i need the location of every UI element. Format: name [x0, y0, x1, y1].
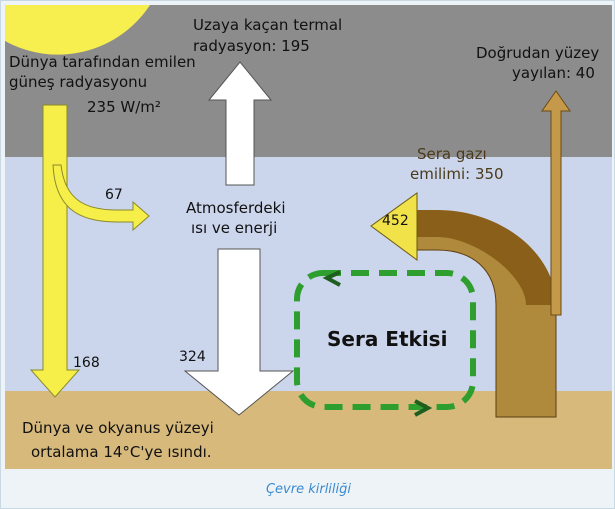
ghg-absorption-arrowhead: [370, 192, 418, 261]
surface-label-line1: Dünya ve okyanus yüzeyi: [22, 419, 214, 437]
absorbed-atmosphere-arrow: [52, 164, 150, 232]
solar-label-line1: Dünya tarafından emilen: [9, 53, 196, 71]
direct-label-line2: yayılan: 40: [512, 64, 595, 82]
value-452: 452: [382, 213, 409, 229]
escape-label-line1: Uzaya kaçan termal: [193, 16, 342, 34]
back-radiation-arrow: [183, 248, 295, 416]
ghg-label-line1: Sera gazı: [417, 145, 487, 163]
ghg-label-line2: emilimi: 350: [410, 165, 504, 183]
greenhouse-loop: [294, 270, 476, 410]
direct-emission-arrow: [541, 90, 571, 316]
figure-caption: Çevre kirliliği: [265, 482, 352, 497]
solar-label-value: 235 W/m²: [87, 98, 161, 116]
solar-label-line2: güneş radyasyonu: [9, 73, 147, 91]
direct-label-line1: Doğrudan yüzey: [476, 44, 599, 62]
atmosphere-label-line2: ısı ve enerji: [191, 219, 277, 237]
surface-emission-band-dark: [417, 210, 556, 305]
atmosphere-label-line1: Atmosferdeki: [186, 199, 286, 217]
surface-label-line2: ortalama 14°C'ye ısındı.: [31, 443, 212, 461]
sun-icon: [5, 5, 150, 55]
value-324: 324: [179, 349, 206, 365]
value-67: 67: [105, 187, 123, 203]
escape-radiation-arrow: [207, 61, 273, 186]
greenhouse-effect-title: Sera Etkisi: [327, 327, 447, 351]
loop-arrow-bottom-icon: [414, 399, 433, 417]
escape-label-line2: radyasyon: 195: [193, 37, 310, 55]
greenhouse-effect-diagram: Dünya tarafından emilen güneş radyasyonu…: [5, 5, 612, 469]
loop-arrow-top-icon: [322, 270, 341, 287]
solar-radiation-arrow: [29, 104, 81, 398]
value-168: 168: [73, 355, 100, 371]
